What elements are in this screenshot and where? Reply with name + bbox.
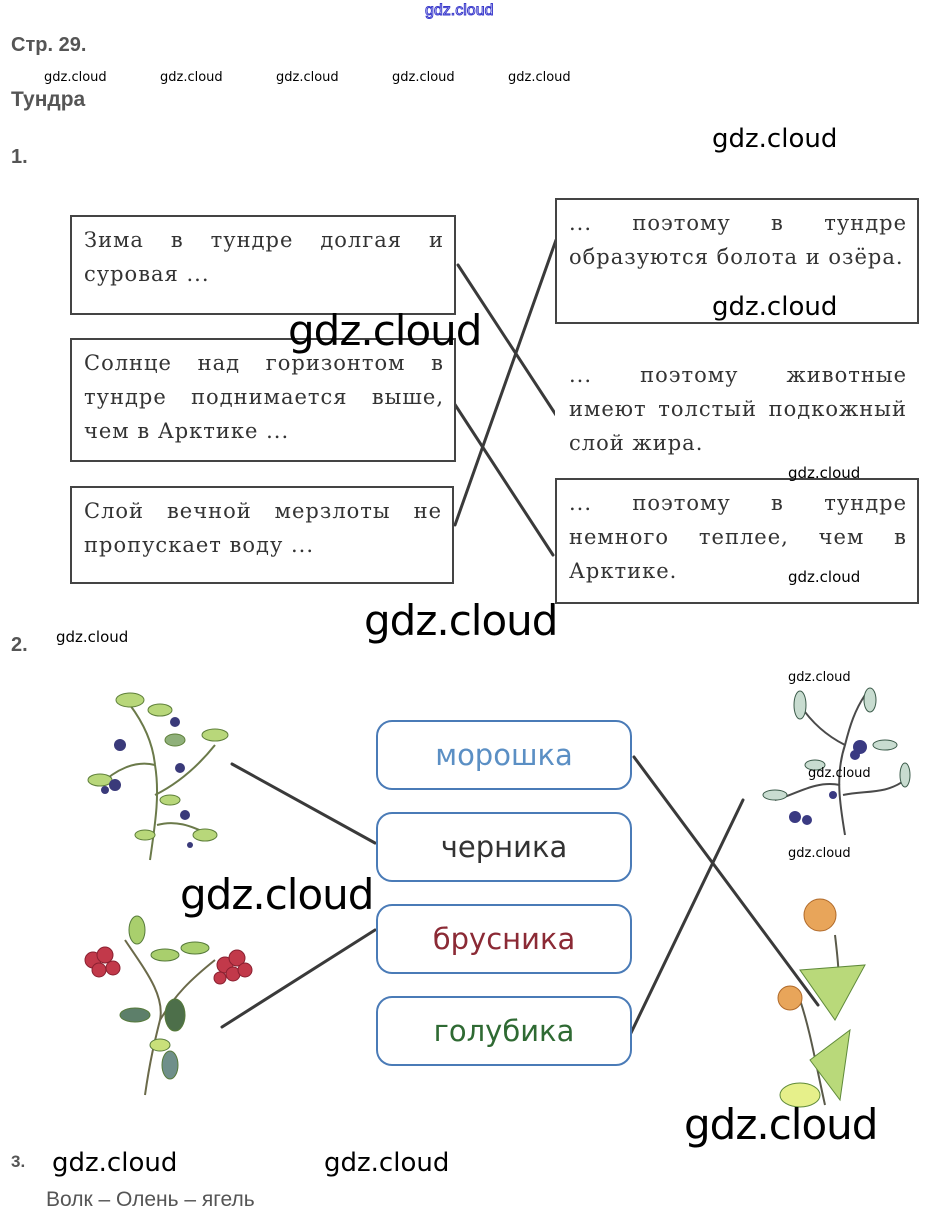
cause-text: Слой вечной мерзлоты не пропускает воду …	[84, 499, 442, 557]
food-chain-answer: Волк – Олень – ягель	[46, 1188, 255, 1211]
bog-bilberry-plant-illustration	[762, 687, 911, 836]
watermark: gdz.cloud	[788, 846, 851, 861]
match-line-brusnika	[220, 928, 377, 1029]
match-line-golubika	[628, 798, 745, 1037]
watermark: gdz.cloud	[392, 70, 455, 85]
berry-name: морошка	[435, 738, 573, 772]
berry-label-brusnika: брусника	[376, 904, 632, 974]
watermark: gdz.cloud	[180, 870, 374, 919]
task-3-number: 3.	[11, 1152, 26, 1171]
watermark: gdz.cloud	[288, 306, 482, 355]
effect-box-fat: ... поэтому животные имеют толстый подко…	[555, 350, 919, 460]
watermark-top: gdz.cloud	[425, 2, 494, 20]
cloudberry-plant-illustration	[777, 898, 866, 1108]
task-1-number: 1.	[11, 146, 28, 168]
watermark: gdz.cloud	[712, 124, 838, 154]
cause-box-winter: Зима в тундре долгая и суровая ...	[70, 215, 456, 315]
watermark: gdz.cloud	[712, 292, 838, 322]
watermark: gdz.cloud	[44, 70, 107, 85]
watermark: gdz.cloud	[788, 464, 861, 482]
cause-box-permafrost: Слой вечной мерзлоты не пропускает воду …	[70, 486, 454, 584]
match-line-moroshka	[632, 755, 820, 1007]
effect-box-warmer: ... поэтому в тундре немного теплее, чем…	[555, 478, 919, 604]
watermark: gdz.cloud	[52, 1148, 178, 1178]
watermark: gdz.cloud	[364, 596, 558, 645]
berry-name: голубика	[433, 1014, 575, 1048]
match-line-permafrost-swamps	[453, 238, 558, 527]
task-2-number: 2.	[11, 634, 28, 656]
watermark: gdz.cloud	[684, 1100, 878, 1149]
match-line-winter-fat	[456, 263, 558, 417]
effect-box-swamps: ... поэтому в тундре образуются болота и…	[555, 198, 919, 324]
page-number: Стр. 29.	[11, 34, 87, 56]
watermark: gdz.cloud	[808, 766, 871, 781]
cause-text: Солнце над горизонтом в тундре поднимает…	[84, 351, 444, 443]
cause-box-sun: Солнце над горизонтом в тундре поднимает…	[70, 338, 456, 462]
topic-title: Тундра	[11, 88, 86, 111]
blueberry-plant-illustration	[87, 692, 229, 861]
watermark: gdz.cloud	[56, 628, 129, 646]
match-line-sun-warmer	[450, 398, 555, 557]
berry-label-moroshka: морошка	[376, 720, 632, 790]
watermark: gdz.cloud	[160, 70, 223, 85]
effect-text: ... поэтому в тундре немного теплее, чем…	[569, 491, 907, 583]
berry-label-chernika: черника	[376, 812, 632, 882]
match-line-chernika	[230, 762, 377, 845]
watermark: gdz.cloud	[324, 1148, 450, 1178]
berry-label-golubika: голубика	[376, 996, 632, 1066]
watermark: gdz.cloud	[276, 70, 339, 85]
watermark: gdz.cloud	[788, 568, 861, 586]
watermark: gdz.cloud	[508, 70, 571, 85]
watermark: gdz.cloud	[788, 670, 851, 685]
cause-text: Зима в тундре долгая и суровая ...	[84, 228, 444, 286]
effect-text: ... поэтому животные имеют толстый подко…	[569, 363, 907, 455]
lingonberry-plant-illustration	[84, 915, 253, 1096]
berry-name: черника	[440, 830, 568, 864]
berry-name: брусника	[432, 922, 576, 956]
effect-text: ... поэтому в тундре образуются болота и…	[569, 211, 907, 269]
